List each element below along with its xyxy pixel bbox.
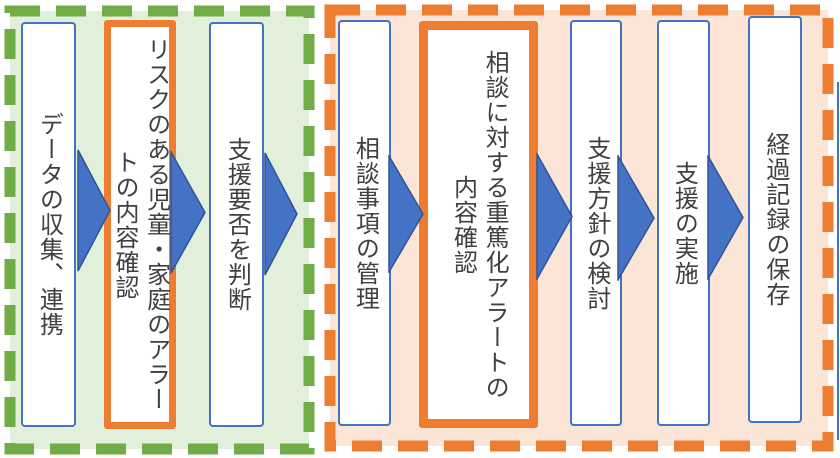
flow-arrow-icon — [536, 153, 573, 280]
flow-arrow-icon — [388, 155, 424, 273]
flow-arrow-icon — [77, 149, 111, 272]
flow-arrow-icon — [617, 155, 655, 281]
step-label: リスクのある児童・家庭のアラー トの内容確認 — [111, 37, 171, 412]
step-label: 支援方針の検討 — [582, 135, 611, 311]
step-label: 支援要否を判断 — [223, 137, 252, 312]
step-support-need-decision: 支援要否を判断 — [209, 22, 264, 427]
step-label: データの収集、連携 — [35, 112, 64, 337]
flow-arrow-icon — [170, 151, 206, 274]
step-label: 支援の実施 — [670, 160, 699, 286]
partial-next-box — [837, 82, 840, 440]
step-progress-record-storage: 経過記録の保存 — [748, 16, 802, 423]
step-label: 経過記録の保存 — [761, 132, 790, 307]
step-risk-alert-content-check: リスクのある児童・家庭のアラー トの内容確認 — [104, 20, 176, 429]
step-support-policy-review: 支援方針の検討 — [570, 20, 622, 426]
step-severity-alert-content-check: 相談に対する重篤化アラートの 内容確認 — [419, 21, 538, 428]
step-label: 相談事項の管理 — [351, 135, 380, 311]
step-support-implementation: 支援の実施 — [657, 20, 710, 426]
step-data-collection: データの収集、連携 — [21, 22, 76, 427]
flow-arrow-icon — [707, 155, 744, 280]
step-consultation-management: 相談事項の管理 — [338, 20, 391, 426]
step-label: 相談に対する重篤化アラートの 内容確認 — [449, 49, 510, 400]
flow-arrow-icon — [264, 152, 298, 276]
